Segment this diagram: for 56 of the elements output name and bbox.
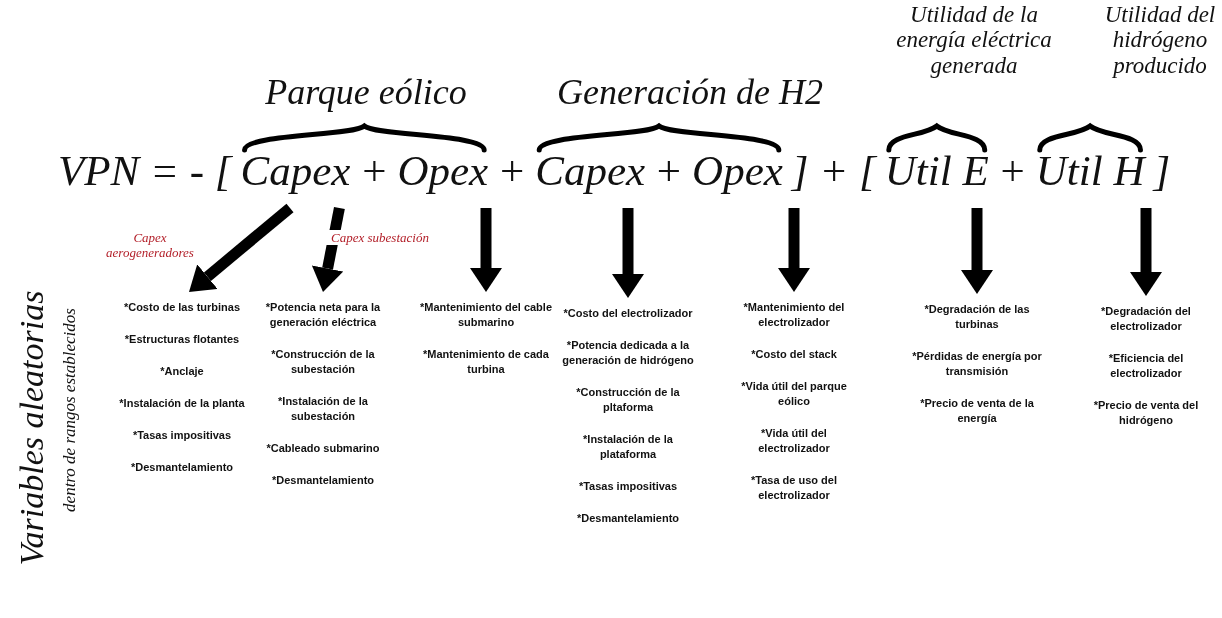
equation-term: Util H: [1035, 146, 1145, 196]
list-item: *Tasas impositivas: [131, 428, 233, 443]
equation-text: +: [997, 146, 1027, 196]
equation-text: +: [359, 146, 389, 196]
list-item: *Desmantelamiento: [129, 460, 235, 475]
list-item: *Pérdidas de energía por transmisión: [911, 349, 1043, 379]
arrow: [470, 208, 502, 292]
equation-text: +: [654, 146, 684, 196]
list-item: *Degradación de las turbinas: [923, 302, 1031, 332]
arrow: [961, 208, 993, 294]
heading: Utilidad de la energía eléctrica generada: [895, 2, 1053, 78]
list-item: *Anclaje: [159, 364, 205, 379]
heading: Generación de H2: [556, 73, 824, 113]
equation-text: VPN = - [: [58, 146, 232, 196]
equation-term: Opex: [692, 146, 783, 196]
arrow: [1130, 208, 1162, 296]
arrow: [778, 208, 810, 292]
list-item: *Mantenimiento del cable submarino: [419, 300, 553, 330]
list-item: *Mantenimiento de cada turbina: [422, 347, 550, 377]
list-item: *Desmantelamiento: [270, 473, 376, 488]
list-item: *Costo del stack: [750, 347, 838, 362]
list-item: *Tasas impositivas: [577, 479, 679, 494]
list-item: *Instalación de la planta: [118, 396, 246, 411]
list-item: *Precio de venta del hidrógeno: [1092, 398, 1200, 428]
heading: Parque eólico: [264, 73, 468, 113]
equation-text: ]: [1153, 146, 1171, 196]
arrow: [189, 203, 294, 292]
arrow: [311, 206, 345, 292]
equation-term: Util E: [884, 146, 989, 196]
list-item: *Instalación de la subestación: [277, 394, 369, 424]
equation-term: Capex: [535, 146, 646, 196]
list-item: *Vida útil del parque eólico: [740, 379, 848, 409]
equation-text: ] + [: [791, 146, 876, 196]
list-item: *Potencia neta para la generación eléctrica: [264, 300, 382, 330]
arrow: [612, 208, 644, 298]
list-item: *Instalación de la plataforma: [582, 432, 674, 462]
list-item: *Costo del electrolizador: [562, 306, 694, 321]
list-item: *Construcción de la subestación: [270, 347, 376, 377]
equation-text: +: [497, 146, 527, 196]
list-item: *Desmantelamiento: [575, 511, 681, 526]
list-item: *Cableado submarino: [265, 441, 381, 456]
list-item: *Precio de venta de la energía: [919, 396, 1035, 426]
equation-term: Capex: [240, 146, 351, 196]
vertical-subheading: dentro de rangos establecidos: [59, 308, 80, 512]
list-item: *Potencia dedicada a la generación de hidrógeno: [561, 338, 695, 368]
list-item: *Construcción de la pltaforma: [575, 385, 681, 415]
list-item: *Mantenimiento del electrolizador: [742, 300, 846, 330]
list-item: *Estructuras flotantes: [123, 332, 241, 347]
list-item: *Eficiencia del electrolizador: [1107, 351, 1185, 381]
list-item: *Costo de las turbinas: [122, 300, 242, 315]
vertical-heading: Variables aleatorias: [12, 290, 51, 566]
list-item: *Tasa de uso del electrolizador: [750, 473, 838, 503]
heading: Utilidad del hidrógeno producido: [1103, 2, 1217, 78]
list-item: *Degradación del electrolizador: [1100, 304, 1192, 334]
equation-term: Opex: [397, 146, 489, 196]
list-item: *Vida útil del electrolizador: [757, 426, 831, 456]
